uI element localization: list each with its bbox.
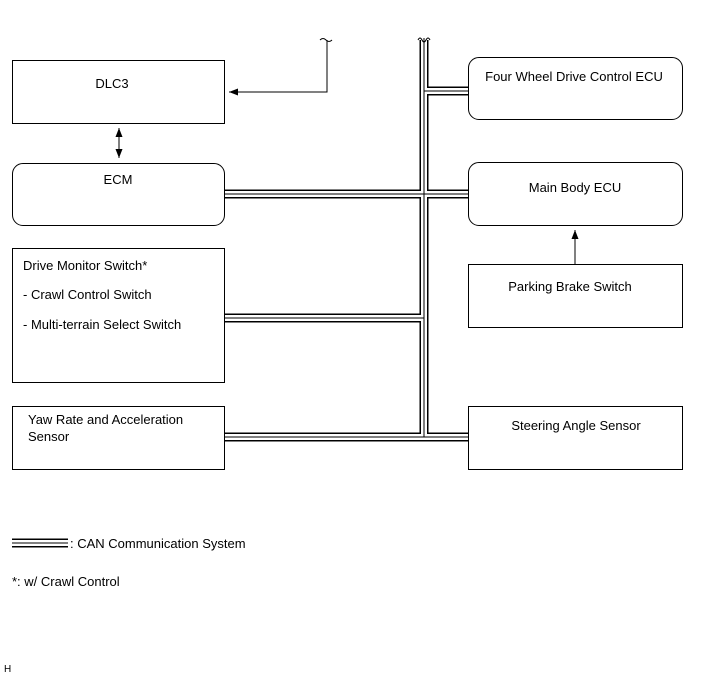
steering-angle-sensor-label: Steering Angle Sensor (511, 418, 641, 433)
steering-angle-sensor-box: Steering Angle Sensor (468, 406, 683, 470)
drive-monitor-switch-box: Drive Monitor Switch* - Crawl Control Sw… (12, 248, 225, 383)
parking-brake-switch-label: Parking Brake Switch (508, 279, 632, 294)
corner-mark: H (4, 664, 12, 675)
can-bus (225, 36, 468, 442)
can-legend-label: : CAN Communication System (70, 536, 246, 551)
crawl-control-switch-item: - Crawl Control Switch (23, 287, 152, 302)
yaw-rate-label-line2: Sensor (28, 429, 70, 444)
dlc3-label: DLC3 (95, 76, 129, 91)
main-body-ecu-box: Main Body ECU (468, 162, 683, 226)
four-wheel-drive-ecu-label: Four Wheel Drive Control ECU (485, 69, 663, 84)
multi-terrain-select-switch-item: - Multi-terrain Select Switch (23, 317, 182, 332)
crawl-control-footnote: *: w/ Crawl Control (12, 574, 120, 589)
drive-monitor-switch-title: Drive Monitor Switch* (23, 258, 148, 273)
main-body-ecu-label: Main Body ECU (528, 180, 622, 195)
dlc3-box: DLC3 (12, 60, 225, 124)
dlc3-signal-line (229, 38, 333, 93)
four-wheel-drive-ecu-box: Four Wheel Drive Control ECU (468, 57, 683, 120)
ecm-box: ECM (12, 163, 225, 226)
parking-brake-switch-box: Parking Brake Switch (468, 264, 683, 328)
yaw-rate-sensor-box: Yaw Rate and Acceleration Sensor (12, 406, 225, 470)
ecm-label: ECM (103, 172, 133, 187)
yaw-rate-label-line1: Yaw Rate and Acceleration (28, 412, 184, 427)
